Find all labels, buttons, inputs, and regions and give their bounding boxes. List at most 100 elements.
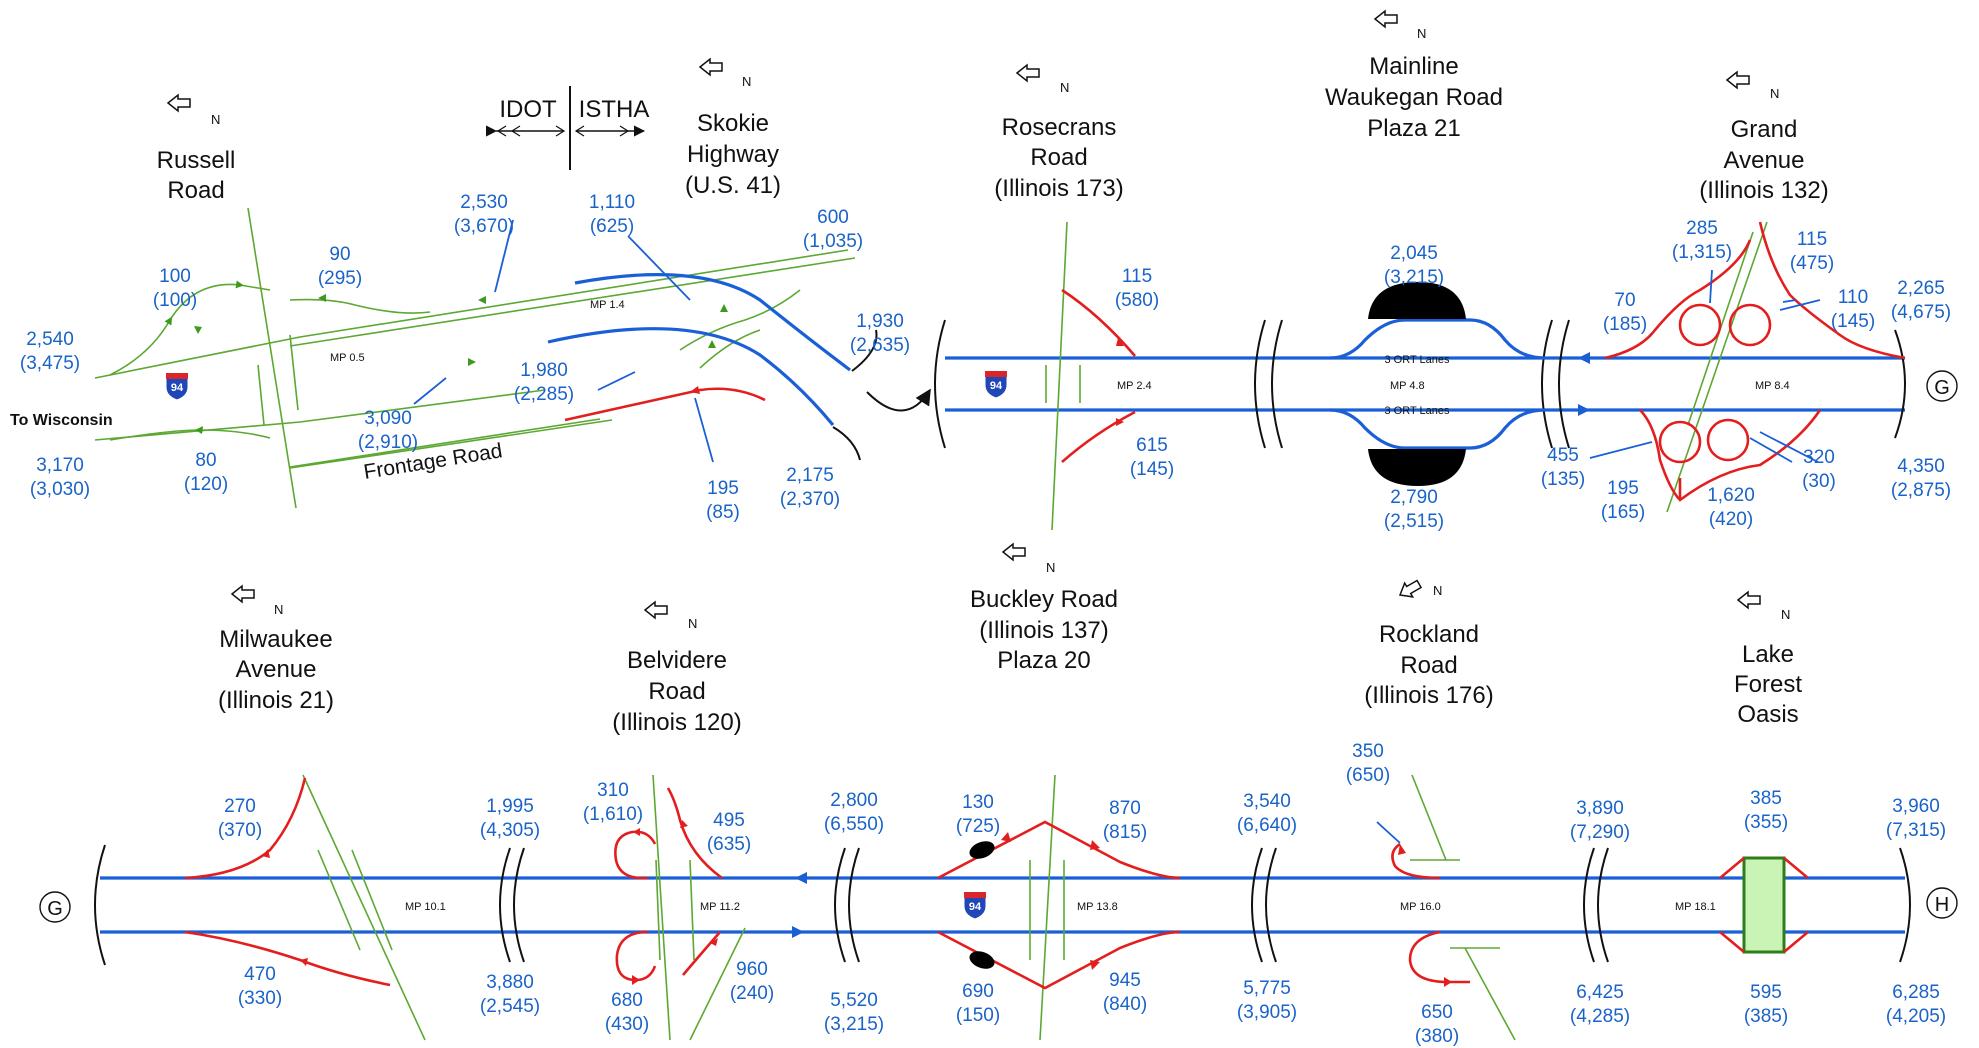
svg-text:Road: Road xyxy=(1030,144,1087,171)
svg-text:(1,315): (1,315) xyxy=(1672,242,1732,263)
svg-text:Road: Road xyxy=(648,678,705,705)
svg-text:(2,515): (2,515) xyxy=(1384,511,1444,532)
svg-text:(650): (650) xyxy=(1346,765,1390,786)
svg-text:(635): (635) xyxy=(707,834,751,855)
svg-text:(420): (420) xyxy=(1709,509,1753,530)
north-arrow-icon: N xyxy=(1002,543,1055,575)
svg-text:(2,545): (2,545) xyxy=(480,996,540,1017)
svg-text:(355): (355) xyxy=(1744,812,1788,833)
svg-text:2,175: 2,175 xyxy=(786,465,834,486)
svg-text:Milwaukee: Milwaukee xyxy=(219,626,332,653)
svg-text:3,540: 3,540 xyxy=(1243,791,1291,812)
svg-text:2,540: 2,540 xyxy=(26,329,74,350)
svg-text:ISTHA: ISTHA xyxy=(579,96,650,123)
svg-text:115: 115 xyxy=(1797,229,1827,250)
svg-text:130: 130 xyxy=(962,792,994,813)
svg-text:320: 320 xyxy=(1803,447,1835,468)
svg-text:4,350: 4,350 xyxy=(1897,456,1945,477)
svg-text:350: 350 xyxy=(1352,741,1384,762)
svg-text:(4,285): (4,285) xyxy=(1570,1006,1630,1027)
svg-text:Skokie: Skokie xyxy=(697,110,769,137)
svg-text:470: 470 xyxy=(244,964,276,985)
svg-text:3,880: 3,880 xyxy=(486,972,534,993)
svg-text:(6,640): (6,640) xyxy=(1237,815,1297,836)
svg-text:Oasis: Oasis xyxy=(1737,701,1798,728)
svg-text:(580): (580) xyxy=(1115,290,1159,311)
svg-text:1,110: 1,110 xyxy=(589,192,635,213)
svg-text:2,265: 2,265 xyxy=(1897,278,1945,299)
svg-text:5,520: 5,520 xyxy=(830,990,878,1011)
svg-text:MP 0.5: MP 0.5 xyxy=(330,352,365,364)
svg-text:N: N xyxy=(1781,607,1790,622)
svg-text:Grand: Grand xyxy=(1731,116,1798,143)
jurisdiction-boundary: IDOT ISTHA xyxy=(485,86,650,170)
svg-text:(Illinois 120): (Illinois 120) xyxy=(612,709,741,736)
location-milwaukee-avenue: Milwaukee Avenue (Illinois 21) xyxy=(218,626,334,714)
svg-text:100: 100 xyxy=(159,266,191,287)
north-arrow-icon: N xyxy=(699,58,751,89)
location-rockland-road: Rockland Road (Illinois 176) xyxy=(1364,621,1493,709)
svg-text:(135): (135) xyxy=(1541,469,1585,490)
svg-text:(370): (370) xyxy=(218,820,262,841)
svg-text:Plaza 21: Plaza 21 xyxy=(1367,115,1460,142)
svg-text:(3,215): (3,215) xyxy=(1384,267,1444,288)
svg-text:(Illinois 176): (Illinois 176) xyxy=(1364,682,1493,709)
svg-text:Plaza 20: Plaza 20 xyxy=(997,647,1090,674)
svg-text:94: 94 xyxy=(969,901,982,913)
svg-text:(240): (240) xyxy=(730,983,774,1004)
svg-text:960: 960 xyxy=(736,959,768,980)
svg-text:(100): (100) xyxy=(153,290,197,311)
to-wisconsin-label: To Wisconsin xyxy=(10,412,113,429)
svg-text:70: 70 xyxy=(1614,290,1635,311)
svg-text:(7,290): (7,290) xyxy=(1570,822,1630,843)
svg-text:Belvidere: Belvidere xyxy=(627,647,727,674)
north-arrow-icon: N xyxy=(1374,10,1426,41)
svg-text:195: 195 xyxy=(707,478,739,499)
svg-text:(4,675): (4,675) xyxy=(1891,302,1951,323)
svg-text:(3,475): (3,475) xyxy=(20,353,80,374)
svg-text:(150): (150) xyxy=(956,1005,1000,1026)
svg-text:6,285: 6,285 xyxy=(1892,982,1940,1003)
svg-text:N: N xyxy=(742,74,751,89)
svg-text:5,775: 5,775 xyxy=(1243,978,1291,999)
svg-text:680: 680 xyxy=(611,990,643,1011)
svg-text:1,995: 1,995 xyxy=(486,796,534,817)
svg-text:(145): (145) xyxy=(1831,311,1875,332)
svg-text:N: N xyxy=(1417,26,1426,41)
svg-text:(Illinois 173): (Illinois 173) xyxy=(994,175,1123,202)
svg-text:(725): (725) xyxy=(956,816,1000,837)
svg-text:Avenue: Avenue xyxy=(1724,147,1805,174)
svg-text:2,800: 2,800 xyxy=(830,790,878,811)
svg-text:N: N xyxy=(1433,583,1442,598)
svg-text:(1,610): (1,610) xyxy=(583,804,643,825)
svg-text:(385): (385) xyxy=(1744,1006,1788,1027)
svg-text:MP 2.4: MP 2.4 xyxy=(1117,380,1152,392)
svg-text:3 ORT Lanes: 3 ORT Lanes xyxy=(1384,405,1450,417)
svg-text:N: N xyxy=(1060,80,1069,95)
location-skokie-highway: Skokie Highway (U.S. 41) xyxy=(685,110,781,199)
location-russell-road: Russell Road xyxy=(157,147,236,204)
svg-text:1,980: 1,980 xyxy=(520,360,568,381)
svg-text:94: 94 xyxy=(171,382,184,394)
svg-text:Rosecrans: Rosecrans xyxy=(1002,114,1117,141)
location-buckley-road-plaza: Buckley Road (Illinois 137) Plaza 20 xyxy=(970,586,1118,674)
svg-text:MP 4.8: MP 4.8 xyxy=(1390,380,1425,392)
svg-text:N: N xyxy=(274,602,283,617)
svg-text:80: 80 xyxy=(195,450,216,471)
svg-text:3,890: 3,890 xyxy=(1576,798,1624,819)
svg-text:MP 10.1: MP 10.1 xyxy=(405,901,446,913)
svg-text:2,790: 2,790 xyxy=(1390,487,1438,508)
svg-text:(295): (295) xyxy=(318,268,362,289)
location-grand-avenue: Grand Avenue (Illinois 132) xyxy=(1699,116,1828,204)
north-arrow-icon: N xyxy=(231,585,283,617)
svg-text:IDOT: IDOT xyxy=(499,96,557,123)
svg-text:(Illinois 132): (Illinois 132) xyxy=(1699,177,1828,204)
svg-text:285: 285 xyxy=(1686,218,1718,239)
svg-text:595: 595 xyxy=(1750,982,1782,1003)
svg-text:Rockland: Rockland xyxy=(1379,621,1479,648)
svg-text:Forest: Forest xyxy=(1734,671,1802,698)
svg-text:(120): (120) xyxy=(184,474,228,495)
svg-text:N: N xyxy=(211,112,220,127)
svg-text:(3,030): (3,030) xyxy=(30,479,90,500)
svg-text:650: 650 xyxy=(1421,1002,1453,1023)
